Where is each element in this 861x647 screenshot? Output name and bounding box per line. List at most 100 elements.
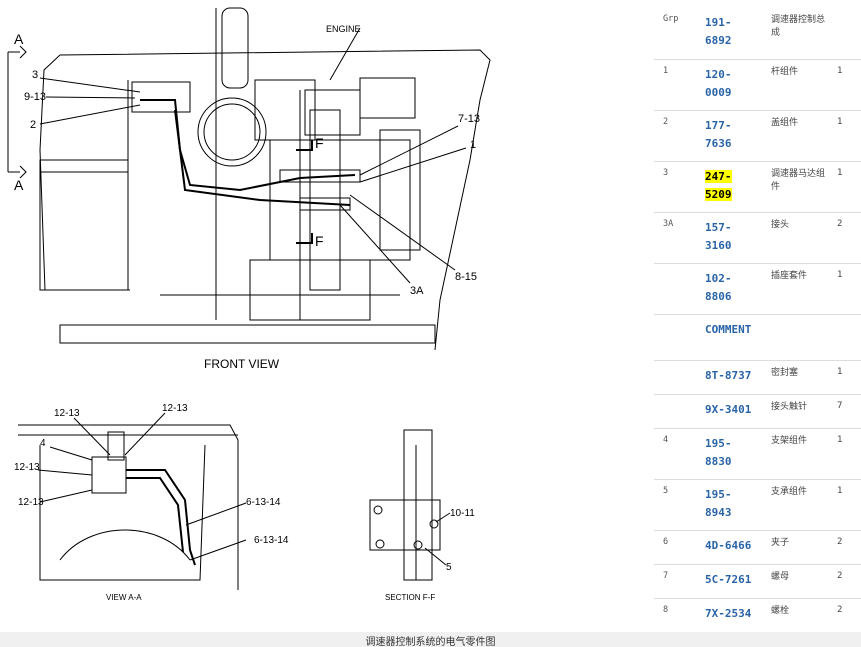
qty-cell: 1: [833, 479, 861, 531]
part-name-cell: [765, 314, 833, 361]
part-number-line-2[interactable]: 0009: [705, 85, 732, 99]
part-number-link[interactable]: 7X-2534: [697, 598, 765, 633]
part-number-line-1[interactable]: 120-: [705, 67, 732, 81]
part-number-link[interactable]: 191- 6892: [697, 8, 765, 60]
grp-cell: Grp: [654, 8, 697, 60]
view-aa-frame: [18, 424, 239, 590]
label-6-13-14-a: 6-13-14: [246, 497, 281, 508]
qty-cell: 1: [833, 161, 861, 213]
qty-cell: 1: [833, 360, 861, 395]
part-number-line-1[interactable]: 7X-2534: [705, 606, 752, 620]
parts-diagram: ENGINE A A 3 9-13 2 7-13 1 F F 8-15 3A F…: [7, 7, 491, 602]
qty-cell: 2: [833, 598, 861, 633]
part-number-link[interactable]: 102- 8806: [697, 263, 765, 315]
part-name-cell: 螺母: [765, 564, 833, 599]
section-ff-plate: [403, 429, 433, 581]
part-number-line-2[interactable]: 8806: [705, 289, 732, 303]
part-number-line-1[interactable]: 9X-3401: [705, 402, 752, 416]
qty-cell: 2: [833, 530, 861, 565]
table-row: COMMENT: [654, 314, 861, 361]
label-12-13-a: 12-13: [54, 408, 80, 419]
part-number-link[interactable]: 195- 8943: [697, 479, 765, 531]
grp-cell: 5: [654, 479, 697, 531]
qty-cell: 1: [833, 428, 861, 480]
left-box: [39, 159, 129, 291]
part-number-line-1[interactable]: 5C-7261: [705, 572, 752, 586]
part-number-link[interactable]: 8T-8737: [697, 360, 765, 395]
part-number-link[interactable]: 5C-7261: [697, 564, 765, 599]
grp-cell: 1: [654, 59, 697, 111]
qty-cell: [833, 314, 861, 361]
governor-cable: [140, 99, 356, 192]
part-number-line-2[interactable]: 3160: [705, 238, 732, 252]
part-number-line-1[interactable]: 191-: [705, 16, 732, 29]
part-number-link[interactable]: 120- 0009: [697, 59, 765, 111]
qty-cell: 2: [833, 212, 861, 264]
qty-cell: 1: [833, 59, 861, 111]
grp-cell: 4: [654, 428, 697, 480]
arrow-a-top: A: [14, 31, 24, 47]
section-ff-title: SECTION F-F: [385, 593, 435, 602]
part-number-line-1[interactable]: 4D-6466: [705, 538, 752, 552]
grp-cell: [654, 360, 697, 395]
qty-cell: 2: [833, 564, 861, 599]
label-2: 2: [30, 119, 36, 131]
grp-cell: 8: [654, 598, 697, 633]
grp-cell: 3: [654, 161, 697, 213]
part-number-line-1[interactable]: 177-: [705, 118, 732, 132]
label-engine: ENGINE: [326, 24, 361, 34]
part-name-cell: 密封塞: [765, 360, 833, 395]
part-number-link[interactable]: COMMENT: [697, 314, 765, 361]
label-1: 1: [470, 139, 476, 151]
label-f-2: F: [315, 233, 324, 249]
part-number-line-1[interactable]: 195-: [705, 487, 732, 501]
part-number-line-1[interactable]: 102-: [705, 271, 732, 285]
rod-assembly: [279, 169, 361, 183]
part-number-line-1[interactable]: 157-: [705, 220, 732, 234]
part-name-cell: 调速器马达组件: [765, 161, 833, 213]
part-number-link[interactable]: 9X-3401: [697, 394, 765, 429]
qty-cell: 7: [833, 394, 861, 429]
part-number-line-1[interactable]: 247-: [705, 169, 732, 183]
part-number-line-1[interactable]: 8T-8737: [705, 368, 752, 382]
part-number-link[interactable]: 177- 7636: [697, 110, 765, 162]
part-number-link[interactable]: 4D-6466: [697, 530, 765, 565]
label-10-11: 10-11: [450, 508, 475, 519]
grp-cell: [654, 394, 697, 429]
part-number-line-2[interactable]: 5209: [705, 187, 732, 201]
part-number-line-2[interactable]: 8830: [705, 454, 732, 468]
governor-motor: [131, 81, 191, 113]
grp-cell: 6: [654, 530, 697, 565]
grp-cell: [654, 263, 697, 315]
grp-cell: 2: [654, 110, 697, 162]
part-name-cell: 杆组件: [765, 59, 833, 111]
part-number-line-1[interactable]: COMMENT: [705, 322, 752, 336]
qty-cell: 1: [833, 110, 861, 162]
part-number-link[interactable]: 157- 3160: [697, 212, 765, 264]
part-number-line-1[interactable]: 195-: [705, 436, 732, 450]
part-number-link[interactable]: 247- 5209: [697, 161, 765, 213]
part-number-link[interactable]: 195- 8830: [697, 428, 765, 480]
arrow-a-bottom: A: [14, 177, 24, 193]
air-cleaner: [197, 97, 267, 167]
part-number-line-2[interactable]: 8943: [705, 505, 732, 519]
part-number-line-2[interactable]: 7636: [705, 136, 732, 150]
part-number-line-2[interactable]: 6892: [705, 34, 732, 47]
exhaust-pipe: [221, 7, 249, 89]
label-8-15: 8-15: [455, 271, 477, 283]
qty-cell: 1: [833, 263, 861, 315]
grp-cell: [654, 314, 697, 361]
